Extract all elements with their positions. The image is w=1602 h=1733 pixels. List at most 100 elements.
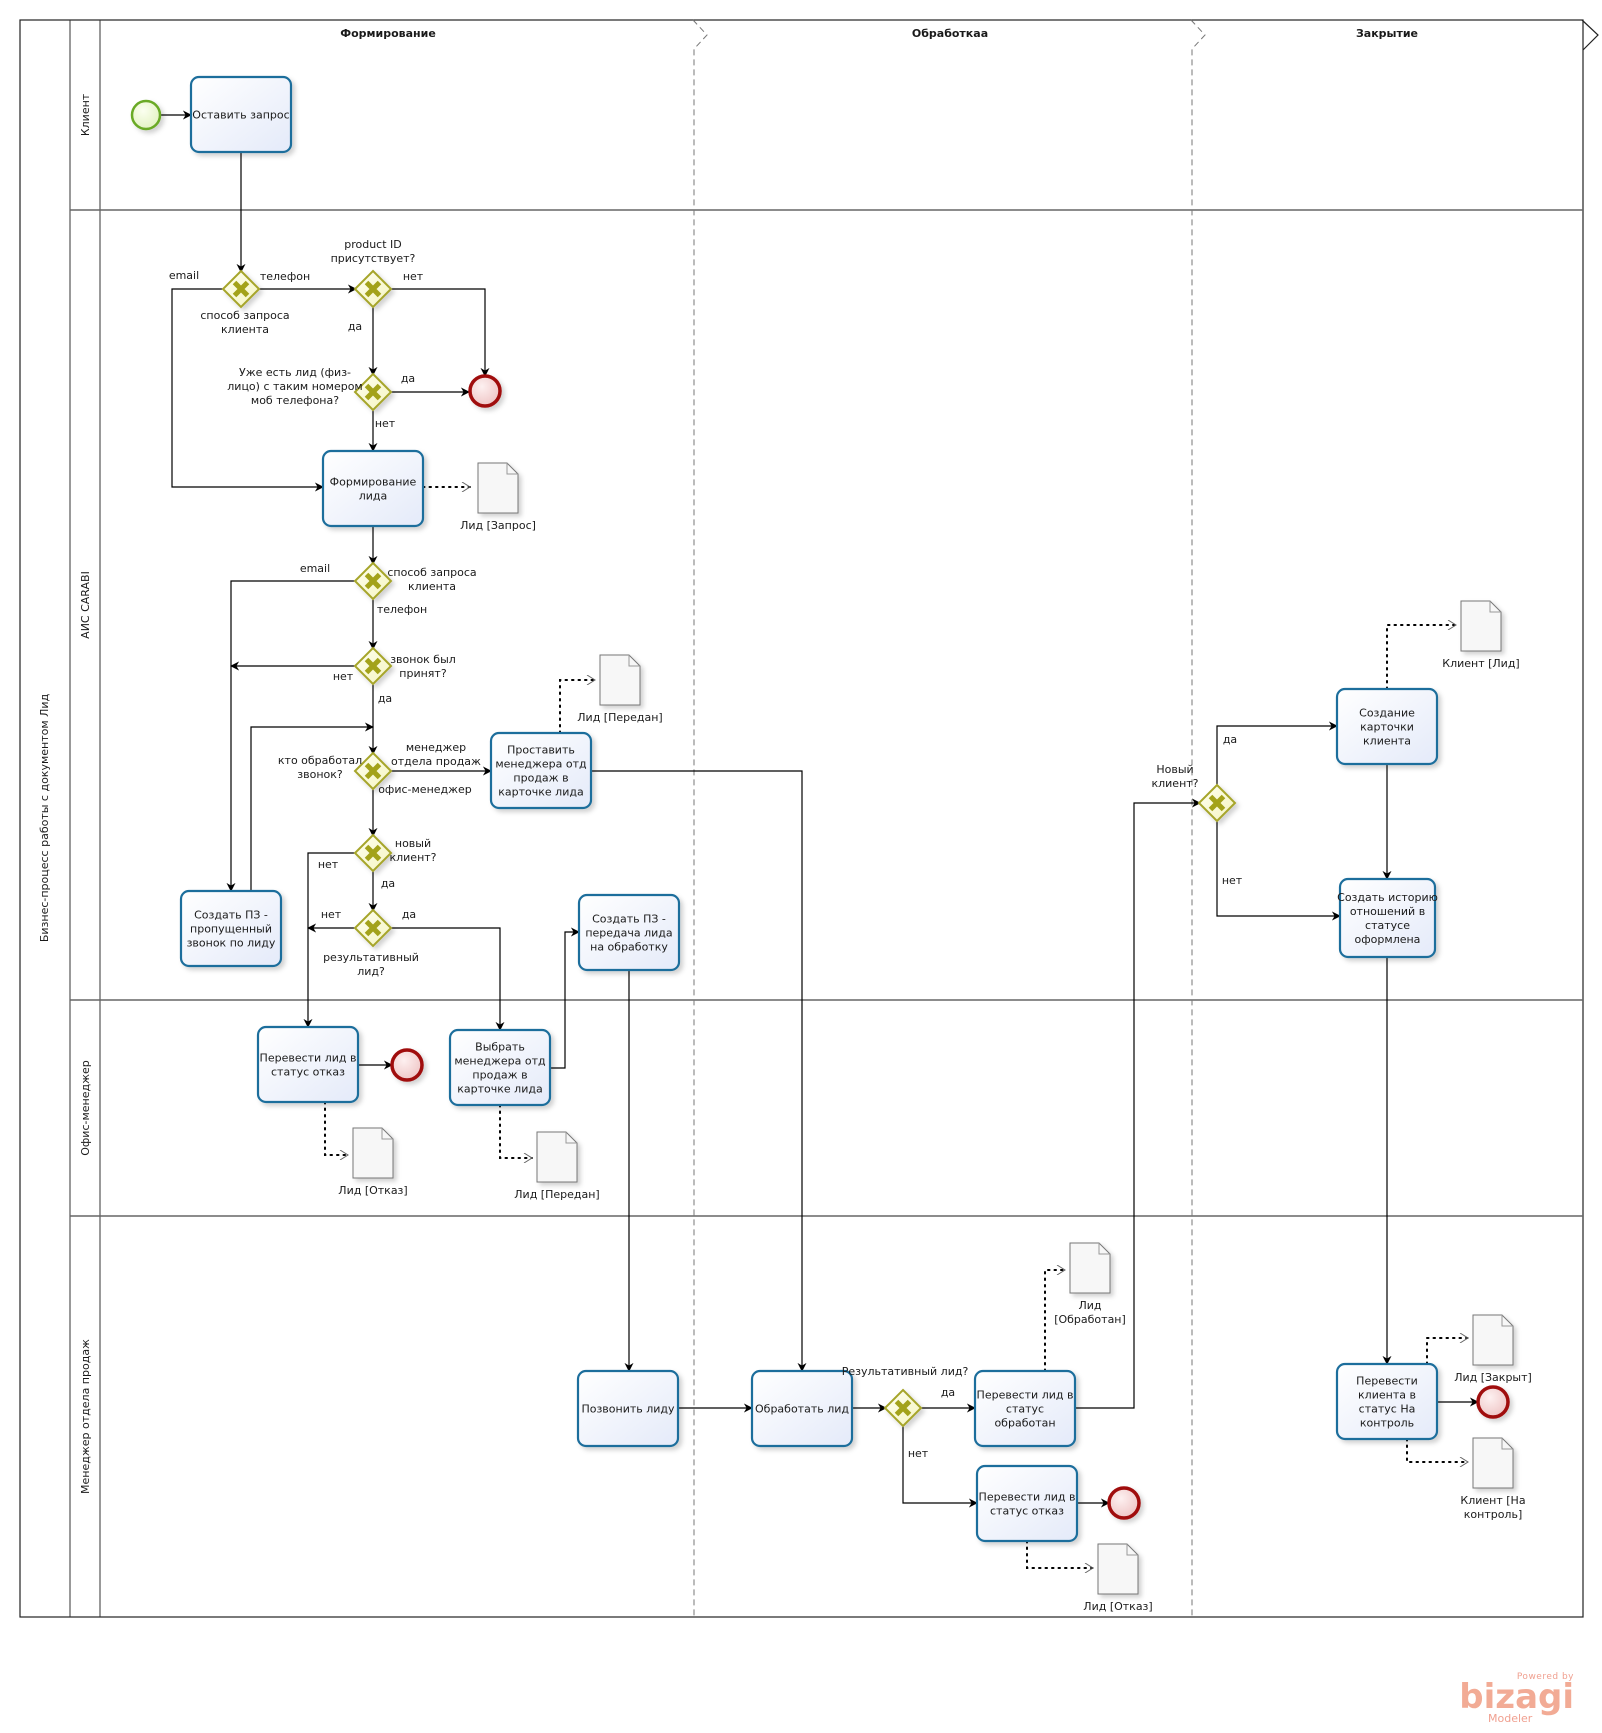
phase-header-forming: Формирование	[340, 27, 436, 40]
lane-label-office: Офис-менеджер	[79, 1060, 92, 1156]
gateway-g1[interactable]	[221, 269, 261, 309]
flow-label-g7-yes: да	[381, 877, 395, 890]
phase-divider-2	[1190, 19, 1206, 1617]
task-process-lead[interactable]: Обработать лид	[750, 1369, 854, 1448]
task-call-lead[interactable]: Позвонить лиду	[576, 1369, 680, 1448]
exclusive-x-icon	[364, 572, 382, 590]
association-office-reject	[324, 1101, 349, 1155]
flow-label-g3-no: нет	[375, 417, 396, 430]
data-object-d-request[interactable]: Лид [Запрос]	[460, 462, 536, 532]
document-icon	[1472, 1437, 1514, 1489]
gateway-g10[interactable]	[1197, 783, 1237, 823]
sequence-flow-g10-history[interactable]	[1216, 820, 1341, 921]
sequence-flow-pz-g6[interactable]	[250, 722, 374, 891]
lane-label-ais: АИС CARABI	[79, 571, 92, 639]
association-sales-reject	[1026, 1540, 1094, 1568]
sequence-flow-g8-choose[interactable]	[390, 927, 505, 1031]
task-shape	[1335, 687, 1439, 766]
sequence-flow-processed-g10[interactable]	[1075, 798, 1201, 1409]
sequence-flow-g1-form-email[interactable]	[171, 288, 324, 492]
document-label: Лид [Отказ]	[1083, 1600, 1152, 1613]
page-fold	[381, 1128, 393, 1140]
end-event-end2[interactable]	[390, 1048, 424, 1082]
exclusive-x-icon	[364, 657, 382, 675]
association-choose-manager	[499, 1104, 533, 1158]
document-label: Лид [Запрос]	[460, 519, 536, 532]
task-shape	[973, 1369, 1077, 1448]
task-shape	[975, 1464, 1079, 1543]
sequence-flow-choose-pz[interactable]	[550, 927, 580, 1069]
flow-label-g6-office: офис-менеджер	[378, 783, 472, 796]
gateway-g8[interactable]	[353, 908, 393, 948]
sequence-flow-g9-reject[interactable]	[902, 1425, 978, 1508]
gateway-g2[interactable]	[353, 269, 393, 309]
task-leave-request[interactable]: Оставить запрос	[189, 75, 293, 154]
sequence-flow-g7-reject[interactable]	[303, 852, 356, 1028]
flow-label-g2-no: нет	[403, 270, 424, 283]
page-fold	[1098, 1243, 1110, 1255]
start-event-start[interactable]	[130, 99, 162, 131]
gateway-g7[interactable]	[353, 833, 393, 873]
data-object-d-transferred2[interactable]: Лид [Передан]	[514, 1131, 600, 1201]
phase-header-closing: Закрытие	[1356, 27, 1418, 40]
page-fold	[628, 655, 640, 667]
end-event-end4[interactable]	[1476, 1385, 1510, 1419]
flow-label-g10-yes: да	[1223, 733, 1237, 746]
exclusive-x-icon	[364, 919, 382, 937]
document-icon	[536, 1131, 578, 1183]
gateway-g9[interactable]	[883, 1388, 923, 1428]
bizagi-watermark: Powered by bizagi Modeler	[1454, 1672, 1574, 1725]
document-label: Лид [Передан]	[577, 711, 662, 724]
document-icon	[477, 462, 519, 514]
flow-label-g1-phone: телефон	[260, 270, 310, 283]
page-fold	[1501, 1315, 1513, 1327]
sequence-flow-g2-end1[interactable]	[390, 288, 490, 377]
sequence-flow-g4-pz[interactable]	[226, 580, 356, 892]
end-event-end3[interactable]	[1107, 1486, 1141, 1520]
sequence-flow-setmgr-process[interactable]	[591, 770, 807, 1372]
sequence-flow-g10-card[interactable]	[1216, 721, 1338, 786]
document-icon	[1460, 600, 1502, 652]
task-shape	[577, 893, 681, 972]
pool-border	[19, 19, 1584, 1618]
phase-divider-1	[692, 19, 708, 1617]
gateway-g3[interactable]	[353, 372, 393, 412]
task-shape	[1338, 877, 1437, 959]
data-object-d-rejected2[interactable]: Лид [Отказ]	[1083, 1543, 1153, 1613]
task-shape	[256, 1025, 360, 1104]
data-object-d-rejected1[interactable]: Лид [Отказ]	[338, 1127, 408, 1197]
lane-label-client: Клиент	[79, 93, 92, 136]
flow-label-g3-yes: да	[401, 372, 415, 385]
gateway-g6[interactable]	[353, 751, 393, 791]
data-object-d-closed[interactable]: Лид [Закрыт]	[1454, 1314, 1532, 1384]
data-object-d-transferred1[interactable]: Лид [Передан]	[577, 654, 663, 724]
task-shape	[179, 889, 283, 968]
gateway-label-g9: Результативный лид?	[842, 1365, 969, 1378]
data-object-d-processed[interactable]: Лид[Обработан]	[1054, 1242, 1126, 1326]
gateway-g5[interactable]	[353, 646, 393, 686]
end-event-end1[interactable]	[468, 374, 502, 408]
data-object-d-client-lead[interactable]: Клиент [Лид]	[1442, 600, 1520, 670]
gateway-g4[interactable]	[353, 561, 393, 601]
